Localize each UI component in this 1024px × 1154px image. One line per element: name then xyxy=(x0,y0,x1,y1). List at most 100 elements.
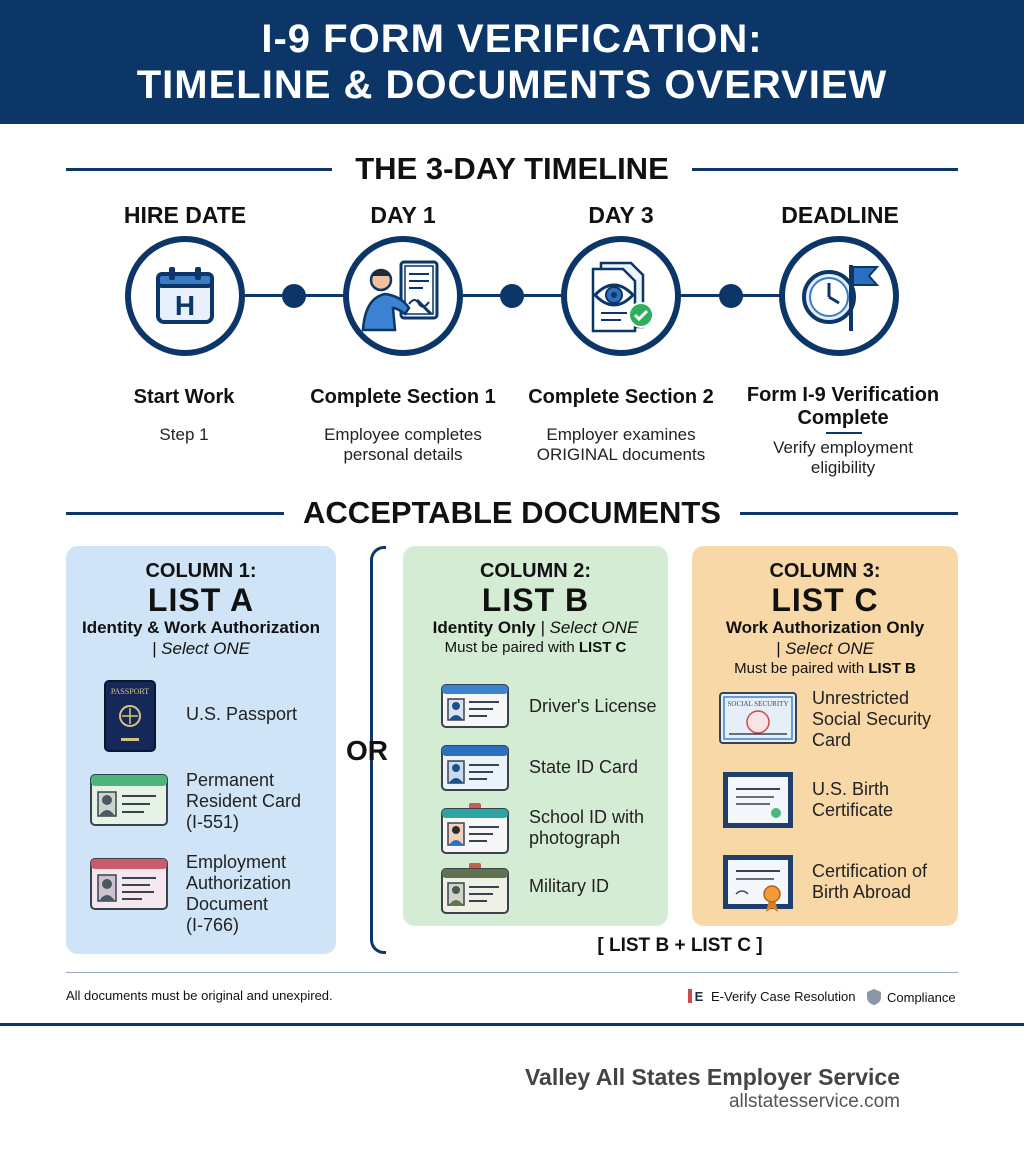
ss-card-text: SOCIAL SECURITY xyxy=(728,700,789,708)
list-item-label: Permanent Resident Card (I-551) xyxy=(186,770,301,833)
clock-flag-icon xyxy=(802,265,879,331)
ssc-line1: Unrestricted xyxy=(812,688,910,708)
list-item xyxy=(722,854,794,914)
everify-icon: E xyxy=(688,989,704,1004)
list-item-label: Driver's License xyxy=(529,696,656,717)
school-id-line2: photograph xyxy=(529,828,621,848)
list-c-panel: COLUMN 3: LIST C Work Authorization Only… xyxy=(692,546,958,926)
list-c-subtitle: Work Authorization Only xyxy=(725,618,925,637)
divider xyxy=(66,512,284,515)
certificate-seal-icon xyxy=(723,855,793,912)
list-item: SOCIAL SECURITY xyxy=(719,692,797,744)
list-a-select: | Select ONE xyxy=(152,639,250,658)
deadline-circle xyxy=(779,236,899,356)
or-label: OR xyxy=(346,735,388,766)
resident-card-icon xyxy=(90,774,168,826)
timeline-section-heading: THE 3-DAY TIMELINE xyxy=(0,149,1024,189)
signing-person-icon xyxy=(361,260,439,332)
stage-label-day-1: DAY 1 xyxy=(370,202,436,228)
divider xyxy=(740,512,958,515)
drivers-license-label: Driver's License xyxy=(529,696,657,716)
state-id-icon xyxy=(441,745,509,791)
list-b-pairing: Must be paired with LIST C xyxy=(403,639,668,656)
list-b-pair-prefix: Must be paired with xyxy=(444,639,575,656)
school-id-line1: School ID with xyxy=(529,807,645,827)
ead-line4: (I-766) xyxy=(186,915,240,935)
list-b-subtitle: Identity Only | Select ONE xyxy=(403,617,668,638)
compliance-label: Compliance xyxy=(887,989,956,1005)
list-c-title: LIST C xyxy=(771,582,879,618)
ead-line3: Document xyxy=(186,894,269,914)
calendar-letter: H xyxy=(175,290,195,321)
step-desc-deadline-line1: Verify employment xyxy=(773,438,913,457)
step-title-section-1: Complete Section 1 xyxy=(310,386,496,408)
company-url: allstatesservice.com xyxy=(728,1091,900,1112)
passport-icon: PASSPORT xyxy=(104,680,156,752)
everify-label: E-Verify Case Resolution xyxy=(711,988,856,1004)
list-c-pairing: Must be paired with LIST B xyxy=(692,660,958,677)
timeline-dot xyxy=(719,284,743,308)
resident-card-line1: Permanent xyxy=(186,770,275,790)
step-desc-section-2-line2: ORIGINAL documents xyxy=(536,445,706,464)
day-1-circle xyxy=(343,236,463,356)
birth-cert-line2: Certificate xyxy=(812,800,894,820)
ssc-line2: Social Security xyxy=(812,709,932,729)
list-item-label: Employment Authorization Document (I-766… xyxy=(186,852,291,936)
step-title-section-2: Complete Section 2 xyxy=(528,386,714,408)
stage-label-deadline: DEADLINE xyxy=(781,202,899,228)
document-review-icon xyxy=(591,261,654,333)
company-block: Valley All States Employer Service allst… xyxy=(525,1064,900,1113)
list-b-select: | Select ONE xyxy=(540,618,639,637)
birth-cert-line1: U.S. Birth xyxy=(812,779,890,799)
compliance-badge: Compliance xyxy=(866,988,956,1006)
list-item xyxy=(441,745,509,791)
list-item: PASSPORT xyxy=(104,680,156,752)
military-id-label: Military ID xyxy=(529,876,609,896)
step-desc-start-work: Step 1 xyxy=(159,425,209,444)
resident-card-line2: Resident Card xyxy=(186,791,302,811)
state-id-label: State ID Card xyxy=(529,757,639,777)
ead-card-icon xyxy=(90,858,168,910)
list-item-label: U.S. Passport xyxy=(186,704,297,725)
step-title-start-work: Start Work xyxy=(133,386,235,408)
ead-line1: Employment xyxy=(186,852,287,872)
timeline-dot xyxy=(282,284,306,308)
list-c-pair-prefix: Must be paired with xyxy=(734,660,865,677)
drivers-license-icon xyxy=(441,684,509,728)
birth-abroad-line1: Certification of xyxy=(812,861,928,881)
step-desc-section-1-line1: Employee completes xyxy=(324,425,482,444)
divider xyxy=(826,432,862,434)
list-item-label: Certification of Birth Abroad xyxy=(812,861,927,903)
list-a-column: COLUMN 1: xyxy=(145,560,257,582)
list-a-panel: COLUMN 1: LIST A Identity & Work Authori… xyxy=(66,546,336,954)
hire-date-circle: H xyxy=(125,236,245,356)
list-a-subtitle: Identity & Work Authorization xyxy=(82,618,320,637)
documents-title: ACCEPTABLE DOCUMENTS xyxy=(303,495,721,530)
day-3-circle xyxy=(561,236,681,356)
stage-label-day-3: DAY 3 xyxy=(588,202,654,228)
everify-icon-letter: E xyxy=(695,989,704,1004)
list-a-title: LIST A xyxy=(147,582,255,618)
divider xyxy=(66,972,958,973)
company-name: Valley All States Employer Service xyxy=(524,1064,900,1090)
calendar-icon: H xyxy=(156,267,214,324)
timeline-title: THE 3-DAY TIMELINE xyxy=(355,151,669,186)
divider xyxy=(692,168,958,171)
page-header: I-9 FORM VERIFICATION: TIMELINE & DOCUME… xyxy=(0,0,1024,124)
military-id-icon xyxy=(441,863,509,914)
ssc-line3: Card xyxy=(812,730,852,750)
list-b-panel: COLUMN 2: LIST B Identity Only | Select … xyxy=(403,546,668,926)
list-c-pair-list: LIST B xyxy=(868,660,916,677)
list-item-label: U.S. Birth Certificate xyxy=(812,779,893,821)
step-desc-section-2-line1: Employer examines xyxy=(546,425,696,444)
ead-line2: Authorization xyxy=(186,873,292,893)
us-passport-label: U.S. Passport xyxy=(186,704,298,724)
footer-note: All documents must be original and unexp… xyxy=(66,988,333,1003)
list-item xyxy=(90,774,168,826)
list-b-pair-list: LIST C xyxy=(578,639,627,656)
list-item xyxy=(441,684,509,728)
list-b-column: COLUMN 2: xyxy=(479,560,592,582)
birth-abroad-line2: Birth Abroad xyxy=(812,882,912,902)
list-item xyxy=(722,771,794,829)
timeline-dot xyxy=(500,284,524,308)
